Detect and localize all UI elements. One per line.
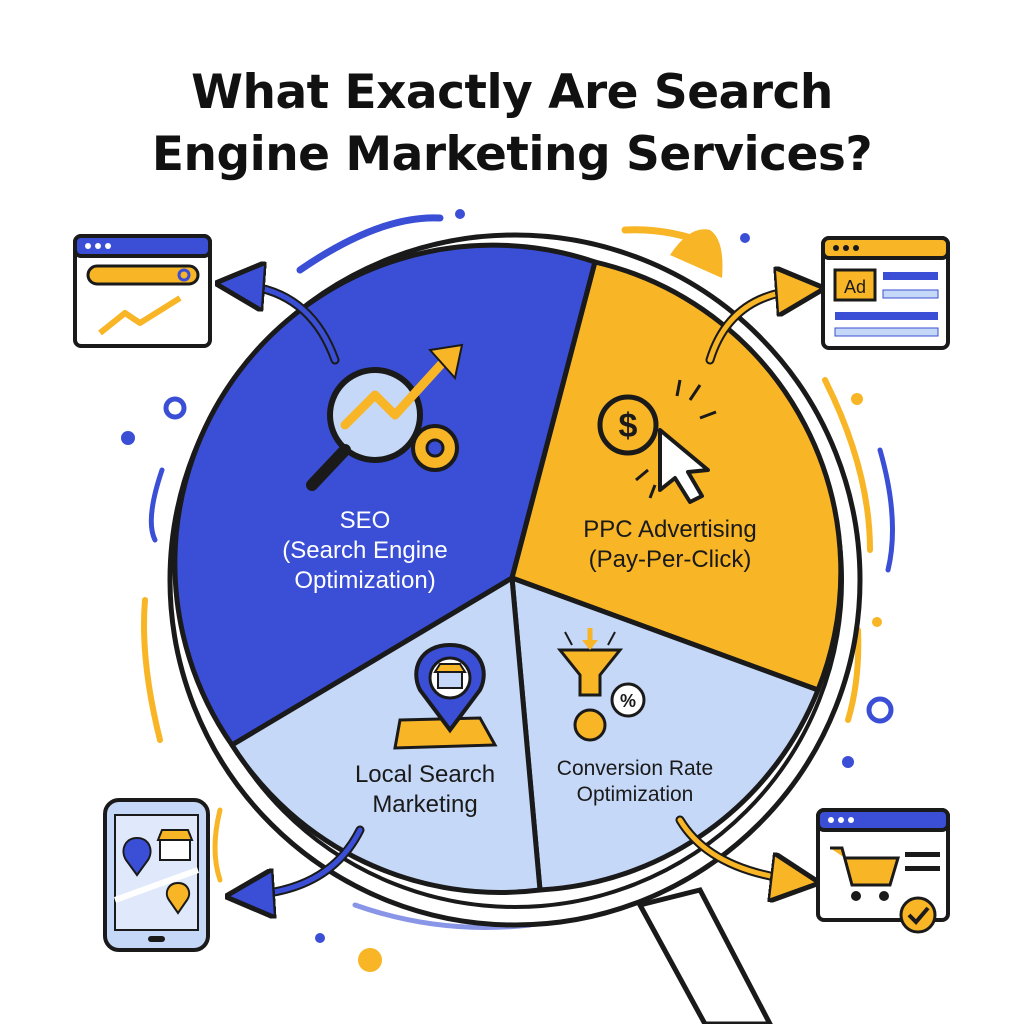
map-pin-store-icon	[393, 642, 498, 750]
browser-cart-check-icon	[816, 808, 950, 934]
seo-label-line: Optimization)	[294, 567, 436, 594]
local-label: Local Search Marketing	[320, 760, 530, 820]
page-title: What Exactly Are Search Engine Marketing…	[0, 62, 1024, 186]
seo-sector	[172, 242, 598, 748]
connector-arrows	[240, 285, 800, 895]
local-label-line: Local Search	[354, 761, 496, 788]
phone-map-icon	[103, 798, 210, 952]
title-line-1: What Exactly Are Search	[191, 65, 833, 120]
ppc-label: PPC Advertising (Pay-Per-Click)	[550, 515, 790, 575]
title-line-2: Engine Marketing Services?	[151, 127, 873, 182]
ad-badge-text: Ad	[844, 277, 866, 297]
svg-text:%: %	[620, 691, 636, 711]
cro-label-line: Conversion Rate	[556, 757, 714, 780]
magnifier-handle	[636, 887, 773, 1024]
local-label-line: Marketing	[372, 791, 478, 818]
dollar-cursor-click-icon: $	[597, 379, 717, 504]
seo-label-line: (Search Engine	[282, 537, 448, 564]
seo-label-line: SEO	[339, 507, 391, 534]
ppc-label-line: PPC Advertising	[583, 516, 757, 543]
magnifier-growth-gear-icon	[306, 343, 464, 491]
funnel-percent-user-icon: %	[556, 628, 646, 742]
cro-label: Conversion Rate Optimization	[530, 756, 740, 808]
cro-label-line: Optimization	[576, 783, 694, 806]
svg-text:$: $	[619, 407, 638, 445]
browser-search-growth-icon	[73, 234, 212, 348]
ppc-label-line: (Pay-Per-Click)	[588, 546, 752, 573]
browser-ad-icon: Ad	[821, 236, 950, 350]
seo-label: SEO (Search Engine Optimization)	[255, 506, 475, 596]
